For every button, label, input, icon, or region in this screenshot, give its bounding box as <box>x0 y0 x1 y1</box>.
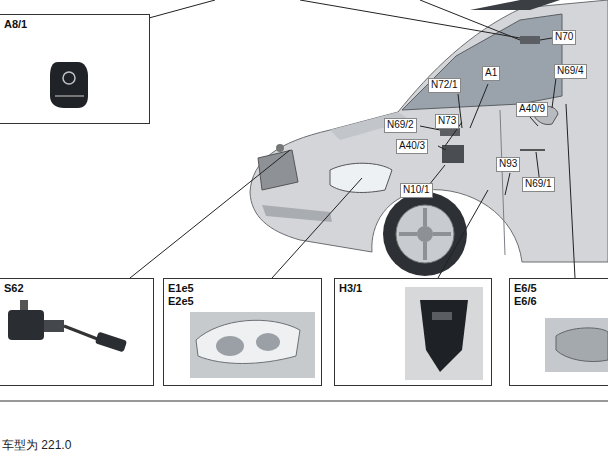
callout-label: N69/2 <box>384 118 417 133</box>
callout-label: N70 <box>552 30 576 45</box>
callout-label: A40/9 <box>516 102 548 117</box>
callout-label: A40/3 <box>396 139 428 154</box>
component-panel: H3/1 <box>334 278 492 386</box>
callout-label: N69/1 <box>522 177 555 192</box>
component-panel: E6/5 E6/6 <box>509 278 608 386</box>
component-panel: S62 <box>0 278 154 386</box>
model-note: 车型为 221.0 <box>2 438 71 452</box>
callout-label: N10/1 <box>400 183 433 198</box>
part-code: S62 <box>4 282 44 295</box>
callout-label: N73 <box>435 114 459 129</box>
callout-label: N72/1 <box>428 78 461 93</box>
callout-label: N69/4 <box>554 64 587 79</box>
part-code: E1e5 E2e5 <box>168 282 208 307</box>
component-panel: A8/1 <box>0 14 150 124</box>
component-panel: E1e5 E2e5 <box>163 278 322 386</box>
callout-label: N93 <box>496 157 520 172</box>
part-code: E6/5 E6/6 <box>514 282 554 307</box>
callout-label: A1 <box>482 66 500 81</box>
part-code: A8/1 <box>4 18 44 31</box>
part-code: H3/1 <box>339 282 379 295</box>
